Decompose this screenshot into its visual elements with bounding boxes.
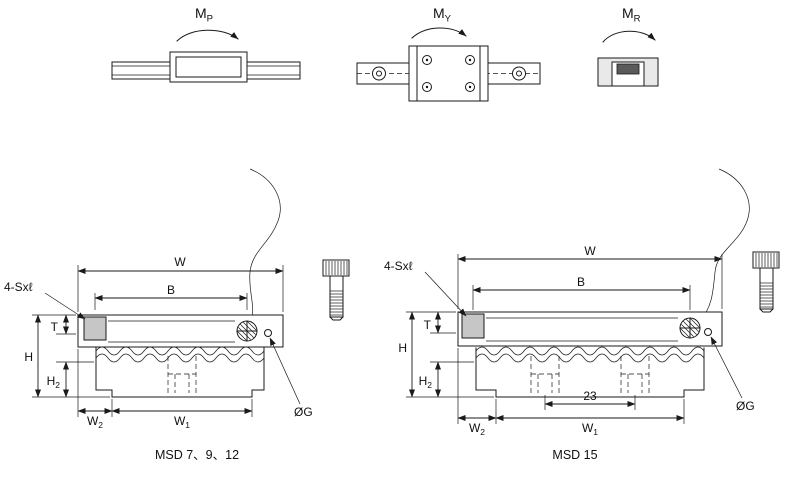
g-hole-callout-left: ØG — [294, 405, 313, 419]
dim-23-label: 23 — [583, 389, 597, 403]
screw-callout-right: 4-Sxℓ — [384, 259, 413, 273]
dim-w-label-right: W — [584, 244, 596, 258]
dim-h2-label-right: H2 — [419, 374, 433, 390]
dim-t-label-left: T — [51, 320, 59, 334]
dim-w-label-left: W — [174, 255, 186, 269]
g-hole-circle — [264, 329, 272, 337]
spline-leader — [249, 168, 281, 327]
rail-counterbore-hidden — [167, 356, 197, 393]
dim-t-label-right: T — [424, 318, 432, 332]
roll-moment-label: MR — [622, 5, 641, 25]
dim-w1-label-right: W1 — [582, 421, 598, 437]
rail-counterbore-hidden — [530, 356, 650, 393]
dim-h-label-left: H — [24, 350, 33, 364]
pitch-moment-label: MP — [195, 5, 213, 25]
ball-groove-interface — [475, 346, 705, 356]
dim-b-label-left: B — [167, 283, 175, 297]
ball-groove-interface — [95, 353, 265, 363]
yaw-arrow-icon — [411, 27, 467, 39]
screw-hole-section — [83, 316, 107, 341]
g-hole-circle — [704, 328, 712, 336]
dim-b-label-right: B — [577, 275, 585, 289]
caption-left: MSD 7、9、12 — [155, 448, 239, 462]
caption-right: MSD 15 — [552, 448, 597, 462]
rail-core — [616, 63, 640, 75]
g-hole-callout-right: ØG — [736, 399, 755, 413]
moment-roll-figure: MR — [597, 5, 659, 87]
screw-hole-section — [461, 313, 485, 339]
rail-section-outline — [475, 347, 705, 398]
left-section-drawing: W B T H H2 W2 W1 4-Sxℓ ØG — [4, 168, 350, 462]
yaw-moment-label: MY — [433, 5, 452, 25]
mounting-screw-right — [752, 251, 780, 313]
ball-groove-interface — [95, 346, 265, 356]
rail-section-outline — [95, 347, 265, 398]
moment-pitch-figure: MP — [111, 5, 301, 83]
roll-arrow-icon — [602, 30, 656, 43]
dim-w2-label-left: W2 — [87, 414, 103, 430]
spline-leader — [698, 168, 750, 323]
right-section-drawing: W B T H H2 23 W2 W1 4-Sxℓ ØG — [384, 168, 780, 462]
mounting-screw-left — [322, 259, 350, 321]
dim-h2-label-left: H2 — [47, 374, 61, 390]
screw-callout-left: 4-Sxℓ — [4, 280, 33, 294]
carriage-top-view — [408, 45, 489, 102]
dim-w1-label-left: W1 — [174, 414, 190, 430]
pitch-arrow-icon — [176, 29, 239, 42]
ball-groove-interface — [475, 353, 705, 363]
moment-yaw-figure: MY — [356, 5, 541, 102]
dim-w2-label-right: W2 — [469, 421, 485, 437]
dim-h-label-right: H — [398, 341, 407, 355]
